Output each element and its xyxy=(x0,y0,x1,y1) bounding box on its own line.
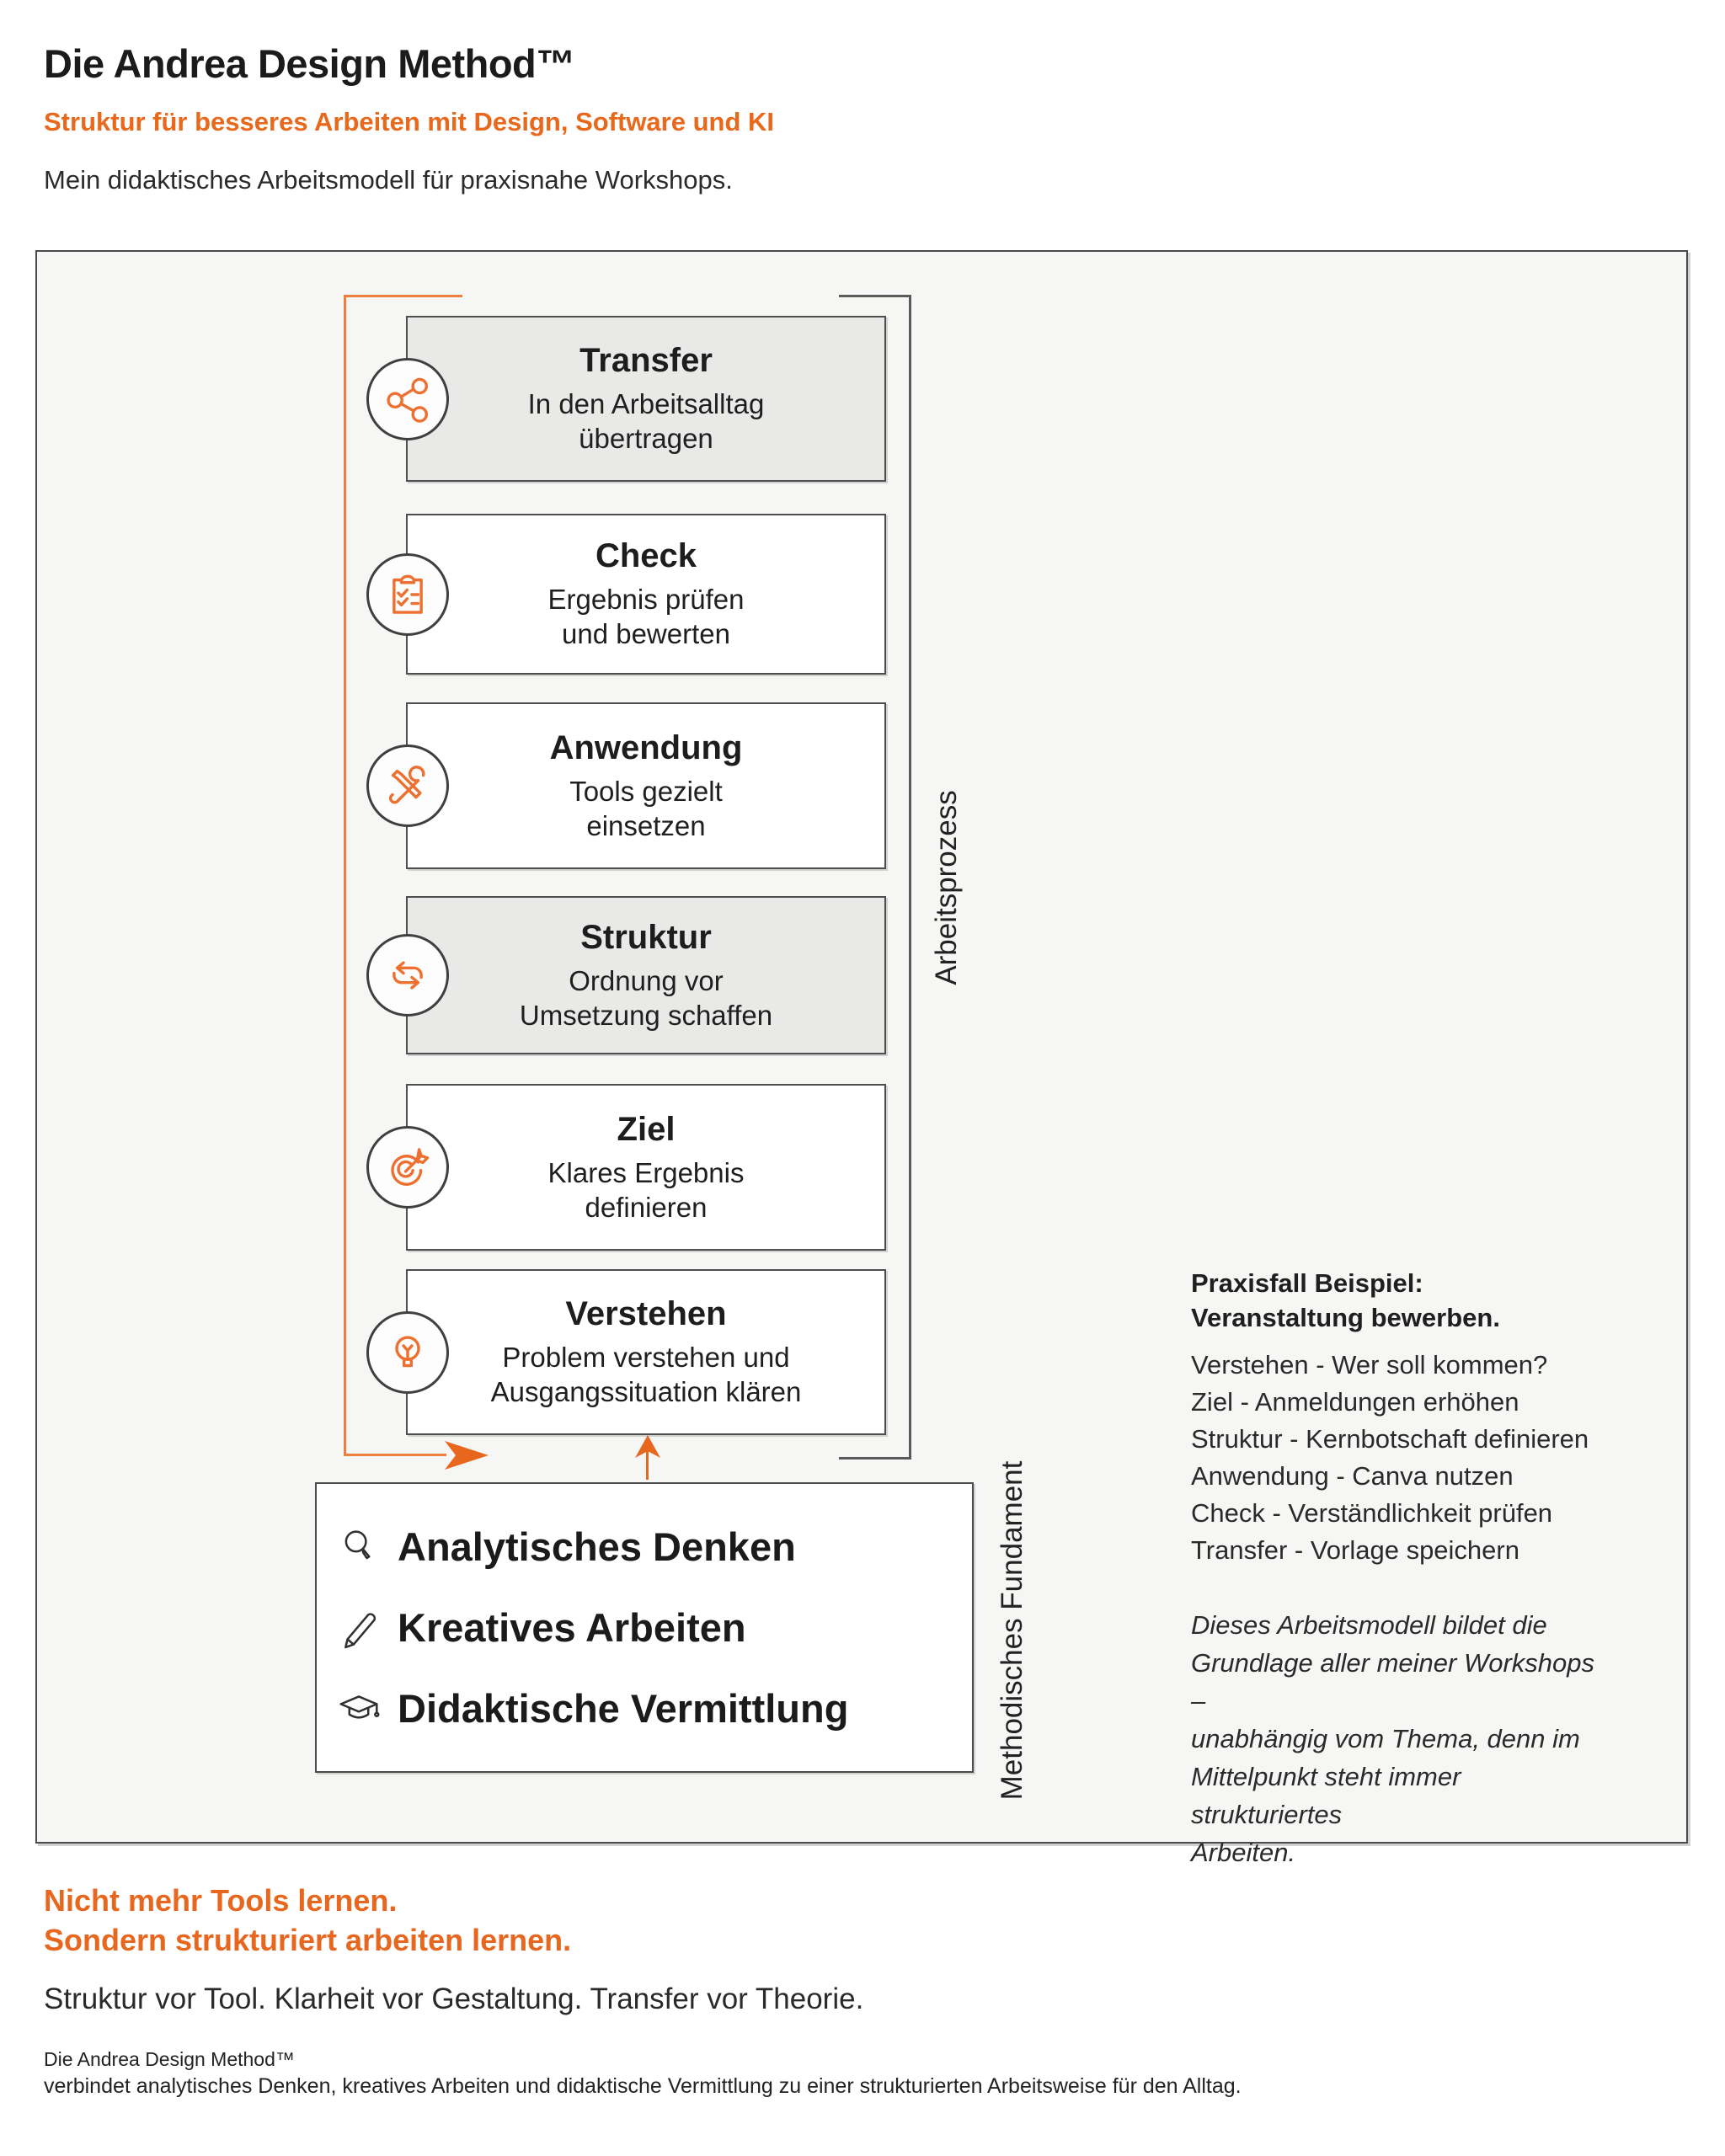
step-ziel: Ziel Klares Ergebnis definieren xyxy=(366,1084,886,1251)
step-transfer: Transfer In den Arbeitsalltag übertragen xyxy=(366,316,886,482)
step-title: Anwendung xyxy=(549,728,743,766)
foundation-item-analytisches-denken: Analytisches Denken xyxy=(335,1523,964,1570)
process-bracket xyxy=(909,295,911,1460)
step-description: In den Arbeitsalltag übertragen xyxy=(527,388,765,454)
step-title: Ziel xyxy=(617,1110,676,1148)
claim-line1: Nicht mehr Tools lernen. xyxy=(44,1883,398,1918)
foundation-item-label: Analytisches Denken xyxy=(398,1524,796,1569)
example-list-item: Transfer - Vorlage speichern xyxy=(1191,1535,1519,1565)
lightbulb-icon xyxy=(366,1310,449,1394)
step-description: Klares Ergebnis definieren xyxy=(547,1156,745,1223)
step-struktur: Struktur Ordnung vor Umsetzung schaffen xyxy=(366,896,886,1054)
foundation-axis-label: Methodisches Fundament xyxy=(996,1460,1028,1801)
flow-line-bottom xyxy=(344,1454,446,1456)
example-list-item: Check - Verständlichkeit prüfen xyxy=(1191,1498,1553,1528)
diagram-panel: Transfer In den Arbeitsalltag übertragen… xyxy=(35,250,1688,1867)
checklist-icon xyxy=(366,552,449,636)
example-list-item: Ziel - Anmeldungen erhöhen xyxy=(1191,1387,1519,1417)
page-title: Die Andrea Design Method™ xyxy=(44,41,575,86)
foundation-arrow-up-icon xyxy=(635,1435,660,1458)
claim-line2: Sondern strukturiert arbeiten lernen. xyxy=(44,1923,572,1957)
step-verstehen: Verstehen Problem verstehen und Ausgangs… xyxy=(366,1269,886,1435)
pencil-icon xyxy=(335,1604,382,1652)
example-list: Verstehen - Wer soll kommen? Ziel - Anme… xyxy=(1191,1347,1646,1569)
magnifier-icon xyxy=(335,1523,382,1570)
cycle-arrows-icon xyxy=(366,934,449,1017)
step-title: Transfer xyxy=(579,342,713,379)
page-subtitle: Struktur für besseres Arbeiten mit Desig… xyxy=(44,107,775,136)
graduation-cap-icon xyxy=(335,1685,382,1732)
foundation-arrow-stem xyxy=(646,1451,649,1480)
step-title: Check xyxy=(595,537,697,574)
process-bracket-top xyxy=(839,295,909,297)
example-block: Praxisfall Beispiel: Veranstaltung bewer… xyxy=(1191,1266,1646,1871)
claim-text: Nicht mehr Tools lernen. Sondern struktu… xyxy=(44,1881,571,1960)
step-check: Check Ergebnis prüfen und bewerten xyxy=(366,514,886,675)
foundation-item-didaktische-vermittlung: Didaktische Vermittlung xyxy=(335,1685,964,1732)
foundation-item-label: Kreatives Arbeiten xyxy=(398,1605,746,1650)
share-icon xyxy=(366,357,449,440)
example-heading-line1: Praxisfall Beispiel: xyxy=(1191,1268,1423,1298)
brand-description: verbindet analytisches Denken, kreatives… xyxy=(44,2074,1242,2098)
step-description: Tools gezielt einsetzen xyxy=(569,775,723,841)
foundation-item-kreatives-arbeiten: Kreatives Arbeiten xyxy=(335,1604,964,1652)
process-axis-label: Arbeitsprozess xyxy=(930,790,963,985)
page-lead: Mein didaktisches Arbeitsmodell für prax… xyxy=(44,165,733,195)
target-icon xyxy=(366,1126,449,1209)
step-title: Struktur xyxy=(580,918,712,956)
brand-name: Die Andrea Design Method™ xyxy=(44,2048,295,2070)
flow-line-vertical xyxy=(344,295,346,1455)
foundation-item-label: Didaktische Vermittlung xyxy=(398,1686,849,1732)
example-heading-line2: Veranstaltung bewerben. xyxy=(1191,1303,1500,1332)
process-bracket-bottom xyxy=(839,1457,909,1460)
example-list-item: Struktur - Kernbotschaft definieren xyxy=(1191,1424,1589,1454)
step-description: Problem verstehen und Ausgangssituation … xyxy=(490,1342,802,1407)
flow-arrow-right-icon xyxy=(445,1437,489,1474)
example-note: Dieses Arbeitsmodell bildet die Grundlag… xyxy=(1191,1610,1594,1867)
example-list-item: Verstehen - Wer soll kommen? xyxy=(1191,1350,1548,1380)
step-description: Ergebnis prüfen und bewerten xyxy=(547,584,745,649)
flow-line-top xyxy=(344,295,462,297)
tools-icon xyxy=(366,744,449,827)
principles-text: Struktur vor Tool. Klarheit vor Gestaltu… xyxy=(44,1983,864,2015)
step-description: Ordnung vor Umsetzung schaffen xyxy=(519,964,773,1031)
step-title: Verstehen xyxy=(565,1295,727,1332)
example-list-item: Anwendung - Canva nutzen xyxy=(1191,1461,1514,1491)
step-anwendung: Anwendung Tools gezielt einsetzen xyxy=(366,702,886,869)
foundation-box: Analytisches Denken Kreatives Arbeiten xyxy=(315,1482,974,1773)
